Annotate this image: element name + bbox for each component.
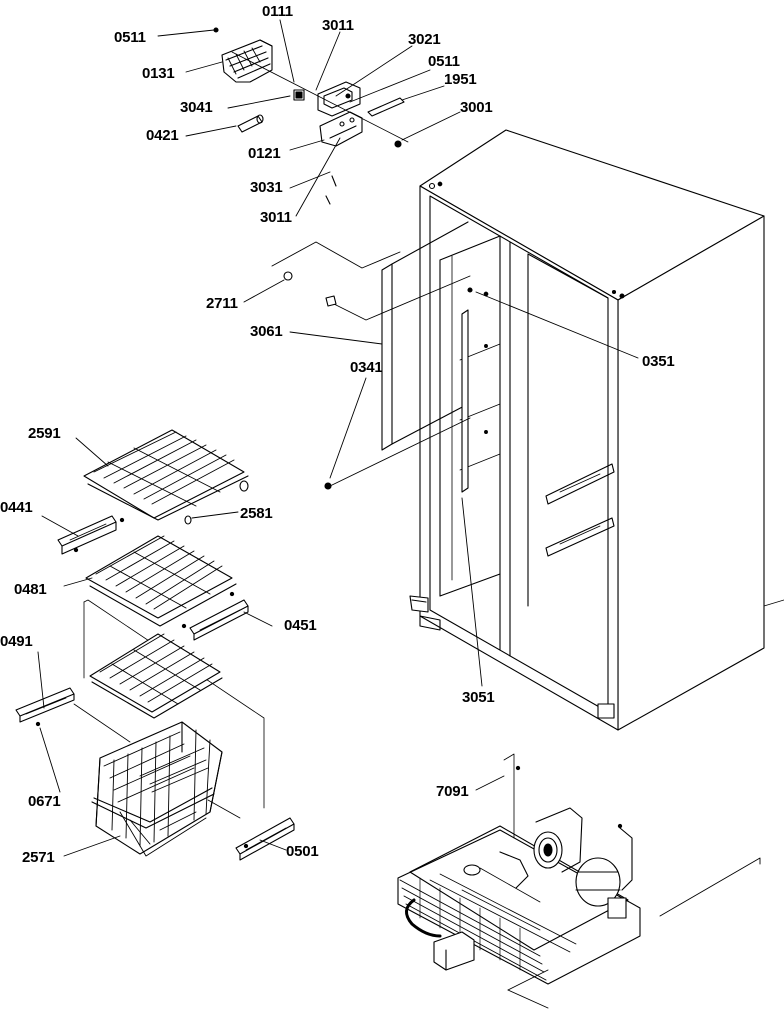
callout-3031: 3031 [250,179,283,196]
callout-3011-bottom: 3011 [260,209,292,226]
callout-0441: 0441 [0,499,33,516]
fan-motor [294,90,304,100]
callout-3041: 3041 [180,99,213,116]
callout-0341: 0341 [350,359,383,376]
wire-shelf-3 [90,634,222,718]
machine-compartment-7091 [398,754,760,1008]
screw-0341 [325,483,331,489]
screw-2711 [284,272,292,280]
callout-0121: 0121 [248,145,281,162]
callout-7091: 7091 [436,783,469,800]
callout-0491: 0491 [0,633,33,650]
callout-0671: 0671 [28,793,61,810]
callout-3001: 3001 [460,99,493,116]
screw-3001 [395,141,401,147]
screw-0511 [214,28,218,32]
shelf-rail-0491 [16,688,74,726]
motor-bracket [318,82,360,116]
shelf-rail-0441 [58,516,124,554]
wire-shelf-0481 [86,536,236,626]
callout-0131: 0131 [142,65,175,82]
callout-2591: 2591 [28,425,61,442]
callout-0481: 0481 [14,581,47,598]
callout-3061: 3061 [250,323,283,340]
callout-0511-right: 0511 [428,53,460,70]
callout-2581: 2581 [240,505,273,522]
grommet-tube [238,115,263,132]
freezer-basket-2571 [92,722,222,856]
fan-shroud-0131 [222,40,272,82]
callout-0451: 0451 [284,617,317,634]
callout-2711: 2711 [206,295,238,312]
callout-1951: 1951 [444,71,477,88]
screw-3031 [326,176,336,204]
callout-3021: 3021 [408,31,441,48]
shelf-rail-0501 [236,818,294,860]
wire-shelf-2591 [84,430,248,524]
motor-cover-0121 [320,112,362,146]
shelf-rail-0451 [182,592,248,640]
callout-0111: 0111 [262,3,293,20]
callout-0511-top: 0511 [114,29,146,46]
light-strip-3051 [462,310,487,492]
refrigerator-cabinet [410,130,784,730]
callout-3011-top: 3011 [322,17,354,34]
evaporator-fan-assembly [214,28,408,204]
callout-0501: 0501 [286,843,319,860]
callout-0421: 0421 [146,127,179,144]
leader-lines [38,20,638,856]
callout-3051: 3051 [462,689,495,706]
callout-0351: 0351 [642,353,675,370]
callout-2571: 2571 [22,849,55,866]
rod-1951 [368,98,404,116]
